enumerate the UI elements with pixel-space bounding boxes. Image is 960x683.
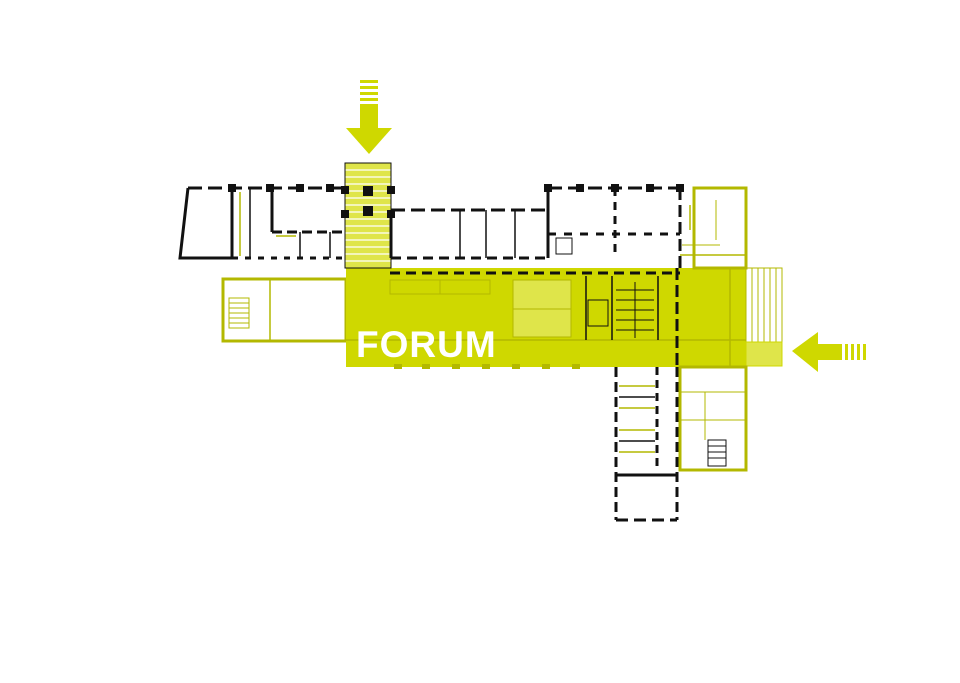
north-middle-wing <box>389 208 548 260</box>
left-annex <box>221 277 348 343</box>
forum-area <box>346 268 746 369</box>
east-stair <box>745 267 783 367</box>
south-west-wing <box>614 367 679 522</box>
left-annex-stair <box>228 297 250 329</box>
east-annex <box>680 186 748 270</box>
east-entrance-arrow-icon <box>792 332 866 372</box>
north-west-wing <box>178 186 348 260</box>
north-east-wing <box>546 186 682 268</box>
north-entrance-hall <box>341 162 395 269</box>
south-east-wing <box>678 365 748 472</box>
forum-stair <box>616 282 654 338</box>
north-entrance-arrow-icon <box>346 80 392 154</box>
forum-label: FORUM <box>356 324 497 365</box>
